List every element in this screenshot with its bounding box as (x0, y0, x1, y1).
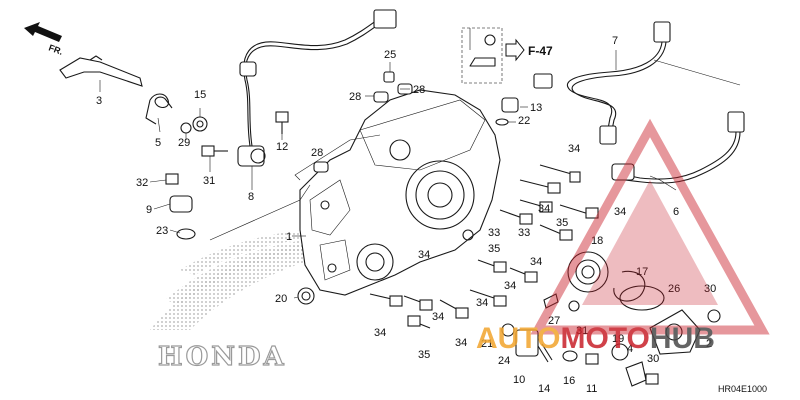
gear-position-sensor (237, 9, 397, 167)
callout-26: 26 (668, 283, 680, 295)
callout-35-b: 35 (488, 243, 500, 255)
reference-callout: F-47 (461, 27, 553, 84)
callout-31-b: 31 (576, 325, 588, 337)
lower-hardware (501, 293, 659, 387)
callout-11: 11 (586, 383, 597, 395)
callout-34-b: 34 (538, 203, 550, 215)
callout-31-a: 31 (203, 175, 215, 187)
callout-33-a: 33 (488, 227, 500, 239)
callout-3: 3 (96, 95, 102, 107)
callout-8: 8 (248, 191, 254, 203)
callout-21: 21 (481, 338, 493, 350)
callout-20: 20 (275, 293, 287, 305)
wire-harness-7 (533, 21, 671, 145)
callout-28-a: 28 (413, 84, 425, 96)
callout-34-c: 34 (614, 206, 626, 218)
reference-label: F-47 (528, 44, 553, 58)
callout-30-a: 30 (704, 283, 716, 295)
callout-1: 1 (286, 231, 292, 243)
watermark: AUTOMOTOHUB (476, 118, 770, 355)
callout-7: 7 (612, 35, 618, 47)
callout-34-a: 34 (568, 143, 580, 155)
callout-29: 29 (178, 137, 190, 149)
callout-4: 4 (627, 343, 633, 355)
callout-labels: 1 2 3 4 5 6 7 8 9 10 11 12 13 14 15 16 1… (96, 35, 716, 395)
direction-label: FR. (47, 42, 64, 56)
callout-28-c: 28 (311, 147, 323, 159)
forward-direction-indicator: FR. (24, 22, 64, 57)
leader-lines (99, 28, 741, 299)
callout-34-g: 34 (432, 311, 444, 323)
callout-12: 12 (276, 141, 288, 153)
callout-34-e: 34 (504, 280, 516, 292)
callout-24: 24 (498, 355, 510, 367)
callout-34-i: 34 (455, 337, 467, 349)
callout-27: 27 (548, 315, 560, 327)
callout-10: 10 (513, 374, 525, 386)
callout-34-j: 34 (418, 249, 430, 261)
callout-33-b: 33 (518, 227, 530, 239)
diagram-code: HR04E1000 (718, 384, 767, 394)
honda-logo-text: HONDA (158, 342, 287, 372)
bearing-assembly (567, 251, 721, 361)
callout-35-a: 35 (556, 217, 568, 229)
callout-25: 25 (384, 49, 396, 61)
flange-bolts (369, 164, 599, 329)
callout-16: 16 (563, 375, 575, 387)
callout-19: 19 (612, 333, 624, 345)
callout-2: 2 (706, 338, 712, 350)
shift-spindle (59, 55, 143, 87)
watermark-triangle-icon (530, 118, 770, 335)
callout-17: 17 (636, 266, 648, 278)
callout-32: 32 (136, 177, 148, 189)
callout-34-d: 34 (530, 256, 542, 268)
callout-14: 14 (538, 383, 550, 395)
callout-22: 22 (518, 115, 530, 127)
callout-23: 23 (156, 225, 168, 237)
reference-arrow-icon (505, 38, 525, 62)
forward-arrow-icon (24, 22, 62, 42)
callout-5: 5 (155, 137, 161, 149)
callout-30-b: 30 (647, 353, 659, 365)
washer-15 (192, 116, 208, 132)
callout-6: 6 (673, 206, 679, 218)
callout-9: 9 (146, 204, 152, 216)
callout-13: 13 (530, 102, 542, 114)
return-spring (145, 93, 173, 125)
washer-29 (180, 122, 192, 134)
crankcase-cover (299, 89, 501, 296)
watermark-text: AUTOMOTOHUB (476, 322, 715, 355)
callout-28-b: 28 (349, 91, 361, 103)
callout-34-f: 34 (476, 297, 488, 309)
callout-18: 18 (591, 235, 603, 247)
callout-15: 15 (194, 89, 206, 101)
wire-harness-6 (611, 111, 745, 184)
callout-34-h: 34 (374, 327, 386, 339)
callout-35-c: 35 (418, 349, 430, 361)
